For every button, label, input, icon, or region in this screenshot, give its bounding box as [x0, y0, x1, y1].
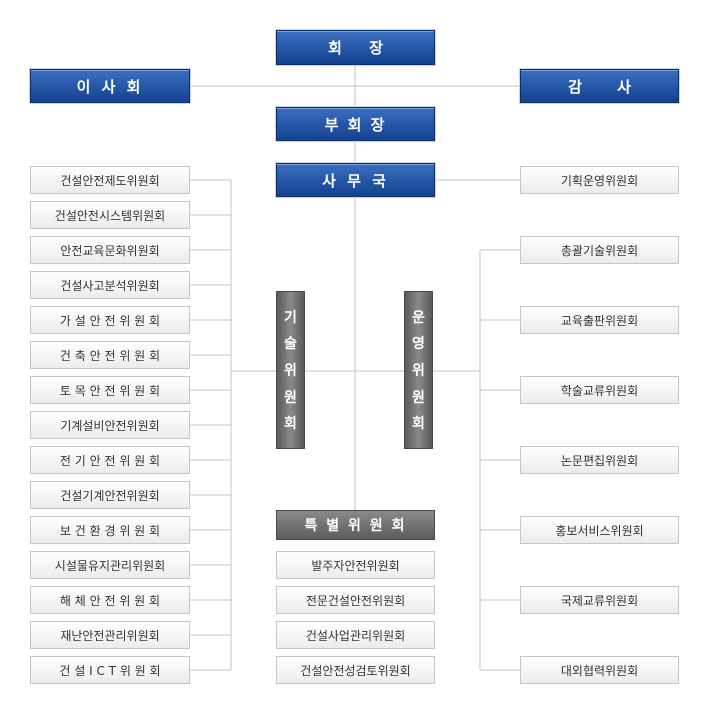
- vice-chairman-label: 부 회 장: [324, 115, 387, 134]
- left-committee-item: 건설사고분석위원회: [30, 271, 190, 299]
- left-committee-item-label: 건설기계안전위원회: [60, 488, 160, 503]
- right-committee-item-label: 대외협력위원회: [560, 663, 639, 678]
- left-committee-item: 건설기계안전위원회: [30, 481, 190, 509]
- left-committee-item-label: 건 축 안 전 위 원 회: [59, 348, 161, 363]
- left-committee-item: 해 체 안 전 위 원 회: [30, 586, 190, 614]
- left-committee-item-label: 안전교육문화위원회: [60, 243, 160, 258]
- right-committee-item: 학술교류위원회: [520, 376, 679, 404]
- left-committee-item: 기계설비안전위원회: [30, 411, 190, 439]
- right-committee-item: 교육출판위원회: [520, 306, 679, 334]
- special-committee-item-label: 건설사업관리위원회: [305, 628, 406, 643]
- special-committee-item: 발주자안전위원회: [276, 551, 435, 579]
- right-committee-item: 총괄기술위원회: [520, 236, 679, 264]
- special-committee-item: 건설사업관리위원회: [276, 621, 435, 649]
- left-committee-item: 건 설 I C T 위 원 회: [30, 656, 190, 684]
- left-committee-item-label: 건설사고분석위원회: [60, 278, 160, 293]
- special-committee-item-label: 발주자안전위원회: [311, 558, 400, 573]
- left-committee-item-label: 토 목 안 전 위 원 회: [59, 383, 161, 398]
- left-committee-item: 재난안전관리위원회: [30, 621, 190, 649]
- special-committee-item: 건설안전성검토위원회: [276, 656, 435, 684]
- left-committee-item-label: 시설물유지관리위원회: [54, 558, 166, 573]
- special-committee-item-label: 건설안전성검토위원회: [300, 663, 411, 678]
- left-committee-item-label: 건설안전제도위원회: [60, 173, 160, 188]
- left-committee-item-label: 보 건 환 경 위 원 회: [59, 523, 161, 538]
- left-committee-item-label: 해 체 안 전 위 원 회: [59, 593, 161, 608]
- chairman-box: 회 장: [275, 29, 436, 66]
- left-committee-item-label: 재난안전관리위원회: [60, 628, 160, 643]
- board-label: 이 사 회: [76, 77, 144, 96]
- vice-chairman-box: 부 회 장: [275, 106, 436, 142]
- right-committee-item: 홍보서비스위원회: [520, 516, 679, 544]
- board-box: 이 사 회: [29, 68, 191, 104]
- secretariat-box: 사 무 국: [275, 162, 436, 198]
- right-committee-item-label: 논문편집위원회: [560, 453, 639, 468]
- right-committee-item: 국제교류위원회: [520, 586, 679, 614]
- left-committee-item-label: 전 기 안 전 위 원 회: [59, 453, 161, 468]
- special-committee-box: 특 별 위 원 회: [276, 510, 435, 540]
- chairman-label: 회 장: [328, 39, 383, 57]
- left-committee-item-label: 기계설비안전위원회: [60, 418, 160, 433]
- left-committee-item: 보 건 환 경 위 원 회: [30, 516, 190, 544]
- left-committee-item-label: 건 설 I C T 위 원 회: [59, 663, 161, 678]
- right-committee-item: 대외협력위원회: [520, 656, 679, 684]
- right-committee-item: 논문편집위원회: [520, 446, 679, 474]
- planning-committee-label: 기획운영위원회: [560, 173, 639, 188]
- secretariat-label: 사 무 국: [322, 171, 389, 190]
- left-committee-item-label: 가 설 안 전 위 원 회: [59, 313, 161, 328]
- left-committee-item: 안전교육문화위원회: [30, 236, 190, 264]
- right-committee-item-label: 학술교류위원회: [560, 383, 639, 398]
- left-committee-item-label: 건설안전시스템위원회: [54, 208, 166, 223]
- right-committee-item-label: 총괄기술위원회: [560, 243, 639, 258]
- auditor-label: 감 사: [568, 77, 631, 96]
- special-committee-label: 특 별 위 원 회: [304, 518, 407, 534]
- left-committee-item: 건설안전제도위원회: [30, 166, 190, 194]
- left-committee-item: 가 설 안 전 위 원 회: [30, 306, 190, 334]
- planning-committee-box: 기획운영위원회: [520, 166, 679, 194]
- left-committee-item: 건설안전시스템위원회: [30, 201, 190, 229]
- auditor-box: 감 사: [519, 68, 680, 104]
- left-committee-item: 건 축 안 전 위 원 회: [30, 341, 190, 369]
- special-committee-item-label: 전문건설안전위원회: [305, 593, 406, 608]
- left-committee-item: 시설물유지관리위원회: [30, 551, 190, 579]
- right-committee-item-label: 홍보서비스위원회: [555, 523, 644, 538]
- left-committee-item: 전 기 안 전 위 원 회: [30, 446, 190, 474]
- right-committee-item-label: 교육출판위원회: [560, 313, 639, 328]
- left-committee-item: 토 목 안 전 위 원 회: [30, 376, 190, 404]
- right-committee-item-label: 국제교류위원회: [560, 593, 639, 608]
- special-committee-item: 전문건설안전위원회: [276, 586, 435, 614]
